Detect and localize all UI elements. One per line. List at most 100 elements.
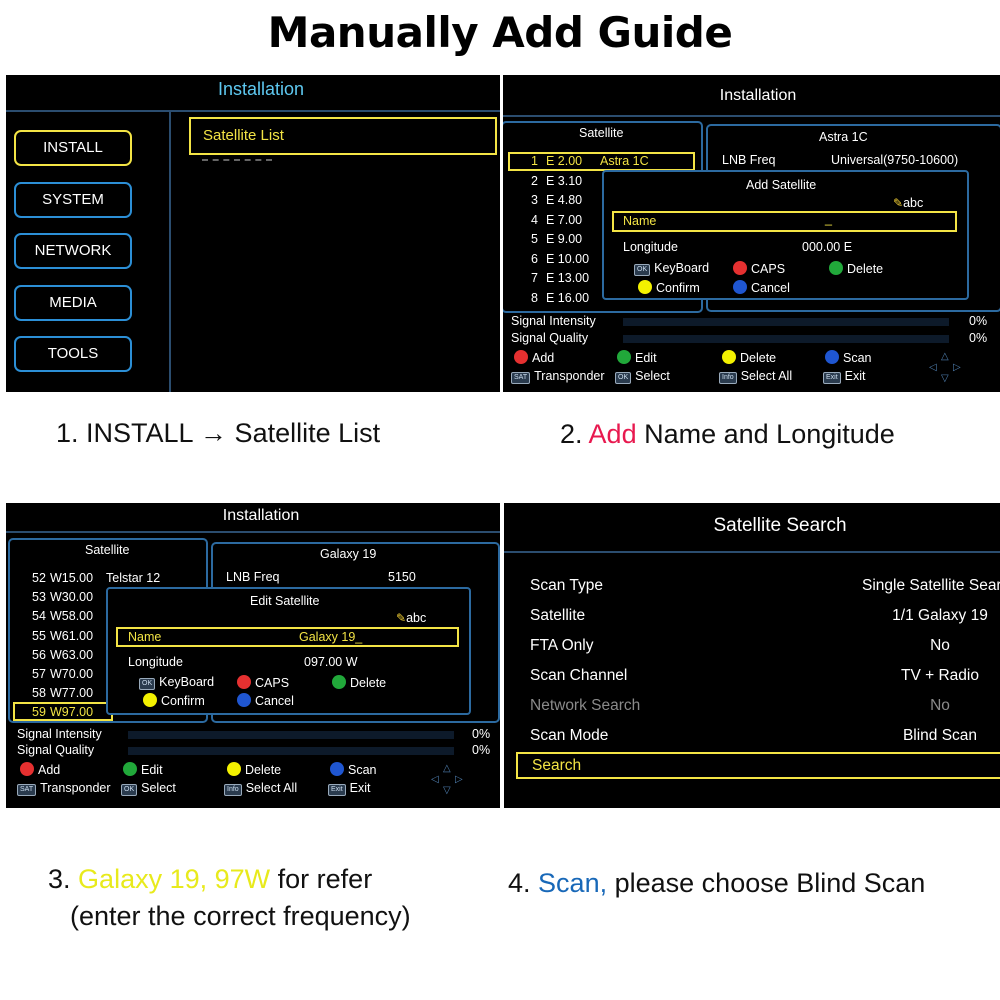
pencil-icon: ✎ bbox=[893, 196, 904, 210]
sat-pos: W97.00 bbox=[50, 705, 94, 719]
scan-label: Scan bbox=[348, 763, 377, 777]
scan-button[interactable]: Scan bbox=[330, 762, 377, 777]
scan-type-row[interactable]: Scan Type Single Satellite Search bbox=[530, 577, 1000, 595]
delete-char-button[interactable]: Delete bbox=[829, 261, 883, 276]
edit-button[interactable]: Edit bbox=[123, 762, 163, 777]
signal-intensity-label: Signal Intensity bbox=[17, 727, 102, 741]
step-number: 2. bbox=[560, 419, 583, 449]
caps-button[interactable]: CAPS bbox=[237, 675, 289, 690]
confirm-button[interactable]: Confirm bbox=[143, 693, 205, 708]
menu-item-media[interactable]: MEDIA bbox=[14, 285, 132, 321]
blue-key-icon bbox=[825, 350, 839, 364]
sat-num: 53 bbox=[32, 590, 46, 604]
red-key-icon bbox=[20, 762, 34, 776]
sat-num: 56 bbox=[32, 648, 46, 662]
transponder-label: Transponder bbox=[40, 781, 111, 795]
sat-num: 1 bbox=[531, 154, 538, 168]
header-divider bbox=[503, 115, 1000, 117]
add-label: Add bbox=[38, 763, 61, 777]
longitude-value[interactable]: 097.00 W bbox=[304, 655, 358, 669]
delete-button[interactable]: Delete bbox=[722, 350, 776, 365]
ok-key-icon: OK bbox=[615, 372, 632, 384]
row-value: Blind Scan bbox=[902, 727, 978, 744]
add-button[interactable]: Add bbox=[514, 350, 554, 365]
list-title: Satellite bbox=[85, 543, 130, 557]
row-value: No bbox=[930, 697, 950, 714]
green-key-icon bbox=[829, 261, 843, 275]
scan-button[interactable]: Scan bbox=[825, 350, 872, 365]
name-value[interactable]: Galaxy 19_ bbox=[299, 630, 363, 644]
lnb-freq-label: LNB Freq bbox=[722, 153, 776, 167]
sat-num: 58 bbox=[32, 686, 46, 700]
delete-button[interactable]: Delete bbox=[227, 762, 281, 777]
add-button[interactable]: Add bbox=[20, 762, 60, 777]
header-divider bbox=[6, 110, 500, 112]
name-label: Name bbox=[128, 630, 162, 644]
sat-pos: W61.00 bbox=[50, 629, 94, 643]
sat-pos: E 16.00 bbox=[546, 291, 590, 305]
lnb-freq-label: LNB Freq bbox=[226, 570, 280, 584]
menu-item-network[interactable]: NETWORK bbox=[14, 233, 132, 269]
add-label: Add bbox=[532, 351, 555, 365]
cancel-button[interactable]: Cancel bbox=[237, 693, 294, 708]
yellow-key-icon bbox=[143, 693, 157, 707]
signal-quality-value: 0% bbox=[472, 743, 491, 757]
keyboard-label: KeyBoard bbox=[654, 261, 710, 275]
menu-item-tools[interactable]: TOOLS bbox=[14, 336, 132, 372]
selected-satellite-row[interactable] bbox=[508, 152, 695, 171]
name-field[interactable] bbox=[612, 211, 957, 232]
edit-button[interactable]: Edit bbox=[617, 350, 657, 365]
delete-label: Delete bbox=[245, 763, 282, 777]
menu-item-system[interactable]: SYSTEM bbox=[14, 182, 132, 218]
step3-caption: 3. Galaxy 19, 97W for refer bbox=[48, 864, 372, 895]
name-field[interactable] bbox=[116, 627, 459, 647]
delete-char-button[interactable]: Delete bbox=[332, 675, 386, 690]
add-satellite-dialog bbox=[602, 170, 969, 300]
row-label: Scan Type bbox=[530, 577, 603, 594]
install-menu-screen: Installation INSTALL SYSTEM NETWORK MEDI… bbox=[6, 75, 500, 392]
satellite-list-item[interactable]: Satellite List bbox=[189, 117, 497, 155]
red-key-icon bbox=[514, 350, 528, 364]
row-value: No bbox=[930, 637, 950, 654]
sat-pos: W77.00 bbox=[50, 686, 94, 700]
sat-pos: E 9.00 bbox=[546, 232, 583, 246]
menu-item-install[interactable]: INSTALL bbox=[14, 130, 132, 166]
yellow-key-icon bbox=[722, 350, 736, 364]
step3-caption-line2: (enter the correct frequency) bbox=[70, 901, 411, 931]
cancel-button[interactable]: Cancel bbox=[733, 280, 790, 295]
longitude-value[interactable]: 000.00 E bbox=[802, 240, 853, 254]
step2-caption: 2. Add Name and Longitude bbox=[560, 419, 895, 450]
row-value: Single Satellite Search bbox=[862, 577, 1000, 594]
ok-key-icon: OK bbox=[121, 784, 138, 796]
input-mode-label: abc bbox=[406, 611, 427, 625]
signal-quality-label: Signal Quality bbox=[511, 331, 589, 345]
signal-quality-label: Signal Quality bbox=[17, 743, 95, 757]
confirm-button[interactable]: Confirm bbox=[638, 280, 700, 295]
yellow-key-icon bbox=[638, 280, 652, 294]
edit-label: Edit bbox=[635, 351, 657, 365]
delete-label: Delete bbox=[740, 351, 777, 365]
row-value: TV + Radio bbox=[901, 667, 979, 684]
screen-header: Installation bbox=[222, 507, 300, 524]
step-number: 4. bbox=[508, 868, 531, 898]
sat-num: 8 bbox=[531, 291, 538, 305]
pencil-icon: ✎ bbox=[396, 611, 407, 625]
name-value[interactable]: _ bbox=[825, 212, 832, 226]
sat-num: 57 bbox=[32, 667, 46, 681]
caps-button[interactable]: CAPS bbox=[733, 261, 785, 276]
search-button[interactable]: Search bbox=[516, 752, 1000, 779]
